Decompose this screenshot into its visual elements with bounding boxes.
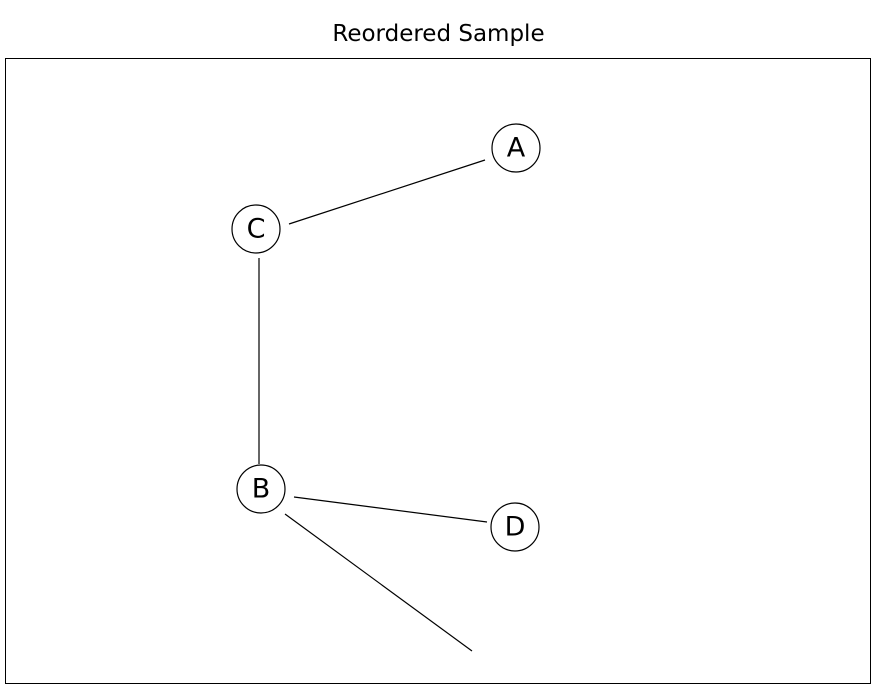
node-c-label: C <box>247 214 266 245</box>
node-d-circle <box>490 502 540 552</box>
node-b-label: B <box>252 474 271 505</box>
node-d: D <box>490 502 540 552</box>
node-a-label: A <box>507 133 526 164</box>
edge-c-a <box>288 159 486 225</box>
node-a: A <box>491 123 541 173</box>
node-a-circle <box>491 123 541 173</box>
node-c-circle <box>231 204 281 254</box>
diagram-frame <box>5 58 871 684</box>
diagram-title: Reordered Sample <box>332 21 545 47</box>
node-b-circle <box>236 464 286 514</box>
edge-b-dangling <box>284 513 473 652</box>
node-b: B <box>236 464 286 514</box>
edge-b-d <box>293 496 488 523</box>
node-c: C <box>231 204 281 254</box>
node-d-label: D <box>505 512 526 543</box>
